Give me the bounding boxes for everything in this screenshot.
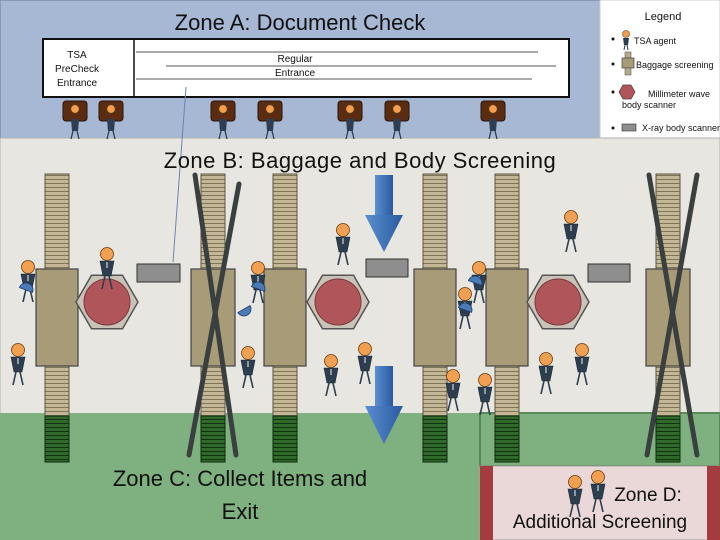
baggage-conveyor — [190, 173, 236, 463]
xray-body-scanner-2 — [365, 258, 409, 278]
tsa-agent — [567, 475, 583, 518]
screening-bin — [237, 304, 252, 317]
millimeter-wave-scanner-icon — [618, 84, 636, 100]
flow-arrow-down-2 — [365, 366, 403, 444]
screening-bin — [457, 302, 473, 313]
regular-label-1: Regular — [277, 54, 313, 65]
document-check-podiums — [62, 100, 506, 140]
zone-d-title-line2: Additional Screening — [513, 512, 687, 533]
legend-bullet-2 — [611, 62, 615, 66]
document-check-podium — [98, 100, 124, 140]
document-check-podium — [337, 100, 363, 140]
tsa-agent — [10, 343, 26, 386]
tsa-agent — [240, 346, 256, 389]
tsa-agent — [574, 343, 590, 386]
precheck-label-3: Entrance — [57, 78, 97, 89]
regular-label-2: Entrance — [275, 68, 315, 79]
legend-area — [599, 0, 720, 139]
document-check-podium — [480, 100, 506, 140]
legend-bullet-4 — [611, 126, 615, 130]
screening-bin — [250, 281, 266, 292]
xray-body-scanner-icon — [621, 123, 637, 132]
xray-body-scanner-3 — [587, 263, 631, 283]
baggage-conveyor — [263, 173, 307, 463]
closed-lane-x-1 — [186, 172, 242, 458]
tsa-agent — [335, 223, 351, 266]
legend-label-tsa-agent: TSA agent — [634, 36, 677, 46]
millimeter-wave-scanner — [75, 274, 139, 330]
tsa-agent-icon — [622, 30, 630, 51]
legend-label-xray: X-ray body scanner — [642, 123, 720, 133]
millimeter-wave-scanners — [75, 274, 590, 330]
tsa-agent — [590, 470, 606, 513]
legend-label-mmwave-2: body scanner — [622, 100, 676, 110]
zone-c-title-line2: Exit — [222, 499, 259, 524]
tsa-agent — [538, 352, 554, 395]
xray-body-scanner-1 — [136, 263, 181, 283]
zone-d-title-line1: Zone D: — [614, 485, 682, 506]
screening-bin — [18, 282, 34, 293]
closed-lane-x-2 — [644, 172, 700, 458]
document-check-podium — [257, 100, 283, 140]
precheck-label-1: TSA — [67, 50, 87, 61]
baggage-screening-icon — [621, 51, 635, 76]
baggage-conveyor — [485, 173, 529, 463]
tsa-agent — [445, 369, 461, 412]
tsa-agent — [477, 373, 493, 416]
zone-b-title: Zone B: Baggage and Body Screening — [164, 148, 557, 173]
tsa-agent — [99, 247, 115, 290]
tsa-agent — [563, 210, 579, 253]
screening-bins — [18, 275, 483, 317]
legend-label-mmwave-1: Millimeter wave — [648, 89, 710, 99]
zone-a-title: Zone A: Document Check — [175, 10, 427, 35]
legend: Legend TSA agent Baggage screening Milli… — [611, 11, 720, 133]
baggage-screening-machine — [263, 268, 307, 367]
zone-d-left-wall — [480, 466, 493, 540]
tsa-agent — [323, 354, 339, 397]
document-check-podium — [62, 100, 88, 140]
baggage-screening-machine — [413, 268, 457, 367]
document-check-podium — [384, 100, 410, 140]
pointer-line — [172, 86, 187, 263]
screening-bin — [467, 275, 483, 286]
zone-d-right-wall — [707, 466, 720, 540]
millimeter-wave-scanner — [306, 274, 370, 330]
baggage-conveyor — [413, 173, 457, 463]
flow-arrow-down-1 — [365, 175, 403, 252]
baggage-conveyor — [35, 173, 79, 463]
precheck-label-2: PreCheck — [55, 64, 100, 75]
baggage-screening-machine — [35, 268, 79, 367]
tsa-agent — [357, 342, 373, 385]
zone-c-title-line1: Zone C: Collect Items and — [113, 466, 367, 491]
legend-label-baggage: Baggage screening — [636, 60, 714, 70]
baggage-conveyors — [35, 173, 691, 463]
legend-bullet-3 — [611, 90, 615, 94]
document-check-podium — [210, 100, 236, 140]
entrance-box — [42, 38, 570, 98]
legend-bullet-1 — [611, 37, 615, 41]
millimeter-wave-scanner — [526, 274, 590, 330]
legend-title: Legend — [645, 11, 682, 23]
tsa-agents — [10, 210, 606, 518]
baggage-screening-machine — [485, 268, 529, 367]
